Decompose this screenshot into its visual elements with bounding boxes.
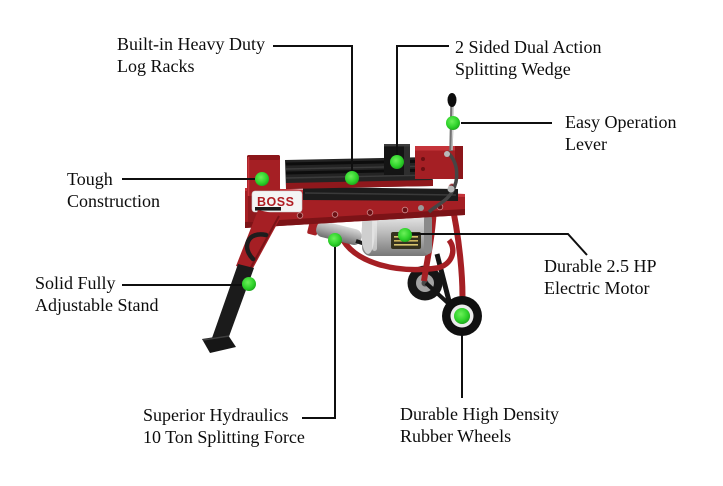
callout-text: Superior Hydraulics bbox=[143, 405, 289, 425]
callout-text: Log Racks bbox=[117, 56, 195, 76]
callout-text: Tough bbox=[67, 169, 113, 189]
callout-text: Easy Operation bbox=[565, 112, 677, 132]
feature-marker-stand bbox=[242, 277, 256, 291]
log-splitter-illustration: BOSS bbox=[202, 93, 482, 353]
feature-marker-motor bbox=[398, 228, 412, 242]
callout-text: Lever bbox=[565, 134, 607, 154]
callout-label-operation-lever: Easy Operation Lever bbox=[565, 111, 676, 155]
adjustable-stand bbox=[202, 210, 282, 353]
callout-lines bbox=[122, 45, 588, 419]
log-rack-lower bbox=[303, 187, 458, 201]
callout-label-log-racks: Built-in Heavy Duty Log Racks bbox=[117, 33, 265, 77]
feature-marker-wheels bbox=[454, 308, 470, 324]
log-rack-upper bbox=[285, 157, 434, 189]
callout-label-splitting-wedge: 2 Sided Dual Action Splitting Wedge bbox=[455, 36, 602, 80]
callout-line-motor bbox=[411, 233, 588, 256]
callout-line-splitting-wedge bbox=[396, 45, 449, 155]
carry-handle bbox=[244, 232, 269, 262]
callout-text: 10 Ton Splitting Force bbox=[143, 427, 305, 447]
callout-text: Construction bbox=[67, 191, 160, 211]
callout-label-motor: Durable 2.5 HP Electric Motor bbox=[544, 255, 656, 299]
feature-marker-operation-lever bbox=[446, 116, 460, 130]
callout-label-stand: Solid Fully Adjustable Stand bbox=[35, 272, 159, 316]
feature-markers bbox=[242, 116, 470, 324]
callout-text: Splitting Wedge bbox=[455, 59, 571, 79]
brand-text: BOSS bbox=[257, 195, 294, 209]
feature-marker-construction bbox=[255, 172, 269, 186]
callout-text: Built-in Heavy Duty bbox=[117, 34, 265, 54]
callout-text: 2 Sided Dual Action bbox=[455, 37, 602, 57]
callout-line-hydraulics bbox=[302, 247, 336, 419]
callout-line-log-racks bbox=[273, 45, 353, 171]
feature-marker-log-racks bbox=[345, 171, 359, 185]
callout-text: Solid Fully bbox=[35, 273, 116, 293]
feature-marker-hydraulics bbox=[328, 233, 342, 247]
callout-label-construction: Tough Construction bbox=[67, 168, 160, 212]
callout-text: Durable High Density bbox=[400, 404, 559, 424]
brand-plate: BOSS bbox=[251, 190, 303, 213]
callout-label-wheels: Durable High Density Rubber Wheels bbox=[400, 403, 559, 447]
callout-text: Durable 2.5 HP bbox=[544, 256, 657, 276]
callout-text: Adjustable Stand bbox=[35, 295, 159, 315]
callout-text: Electric Motor bbox=[544, 278, 650, 298]
callout-label-hydraulics: Superior Hydraulics 10 Ton Splitting For… bbox=[143, 404, 305, 448]
callout-text: Rubber Wheels bbox=[400, 426, 512, 446]
feature-marker-splitting-wedge bbox=[390, 155, 404, 169]
